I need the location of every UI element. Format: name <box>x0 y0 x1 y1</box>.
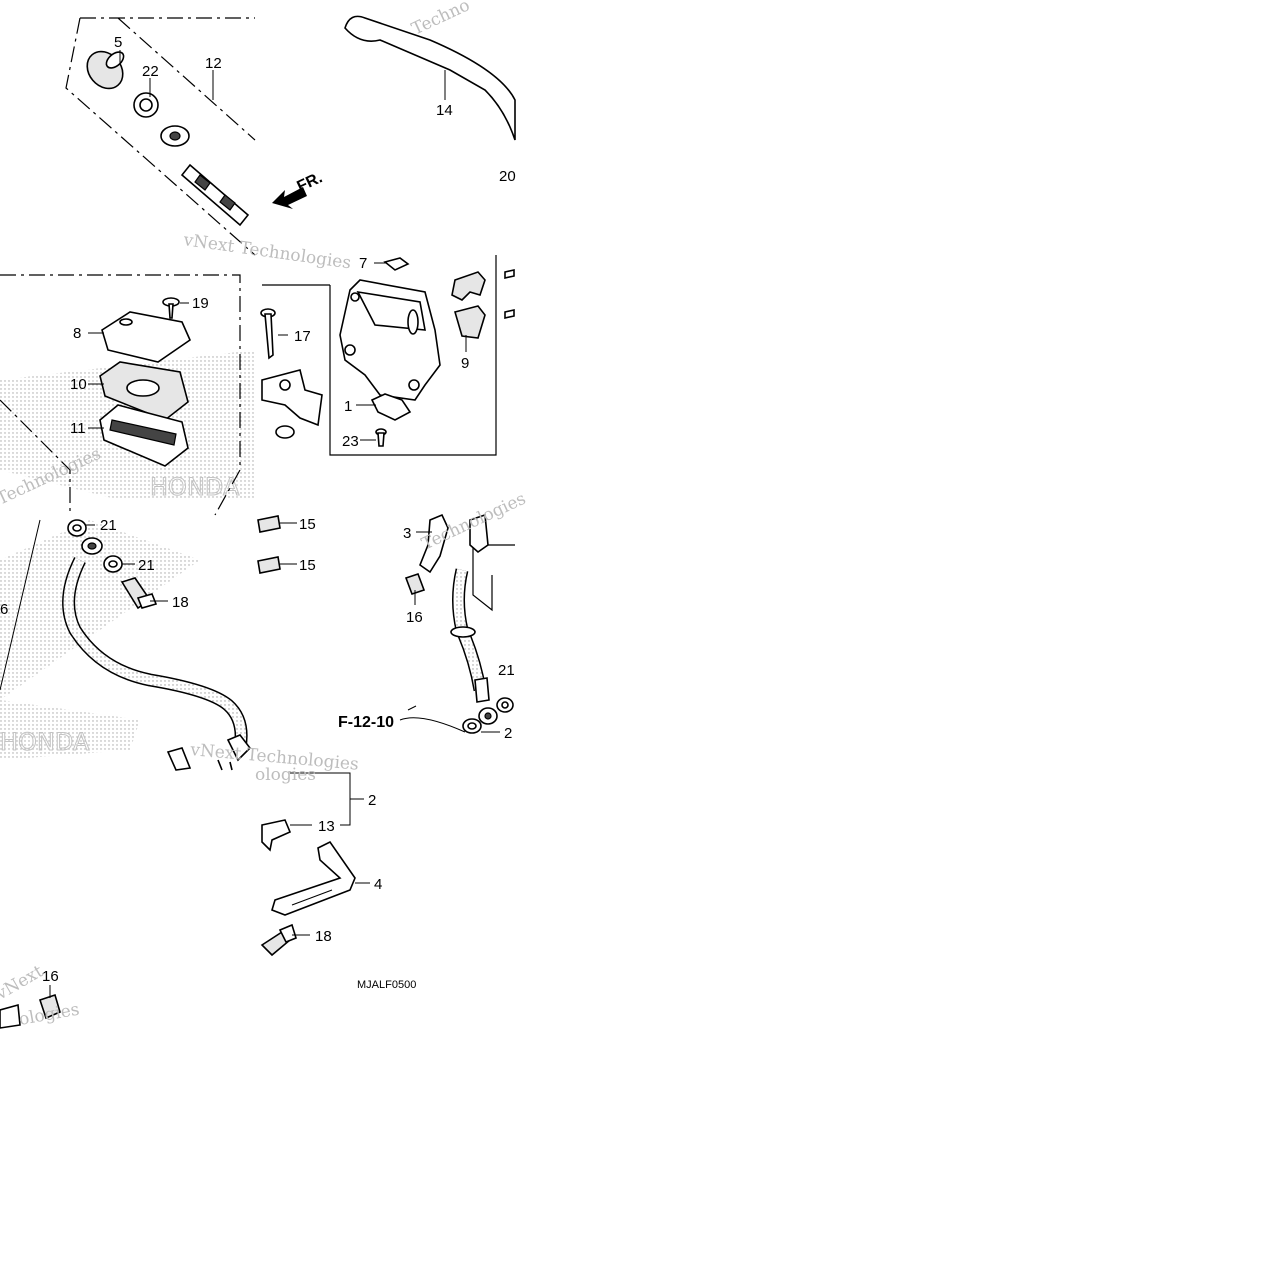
part-4-stay <box>271 840 356 916</box>
callout-10: 10 <box>70 376 87 393</box>
callout-5: 5 <box>114 34 122 51</box>
diagram-code: MJALF0500 <box>357 979 416 991</box>
callout-7: 7 <box>359 255 367 272</box>
watermark-frag-3: ologies <box>255 765 316 785</box>
callout-17: 17 <box>294 328 311 345</box>
part-16-bolt-right <box>404 572 426 596</box>
part-lever-bracket <box>261 369 323 439</box>
callout-9: 9 <box>461 355 469 372</box>
part-seal-ring <box>160 125 190 147</box>
part-hose-clip <box>166 747 233 771</box>
callout-8: 8 <box>73 325 81 342</box>
part-16-bolt-lower <box>0 993 61 1029</box>
callout-18-a: 18 <box>172 594 189 611</box>
part-7-screw <box>383 257 410 271</box>
panel-outline-body <box>262 255 497 456</box>
callout-18-b: 18 <box>315 928 332 945</box>
callout-21-c: 21 <box>498 662 515 679</box>
kit-outline-12 <box>65 17 256 256</box>
callout-1: 1 <box>344 398 352 415</box>
callout-22: 22 <box>142 63 159 80</box>
part-master-cylinder-body <box>339 279 441 401</box>
reference-f-12-10: F-12-10 <box>338 714 394 731</box>
part-1-switch <box>370 393 412 421</box>
part-14-lever <box>344 15 516 141</box>
part-piston <box>180 163 250 227</box>
watermark-frag-5: ologies <box>17 1000 81 1030</box>
callout-3: 3 <box>403 525 411 542</box>
vnext-watermarks: Techno vNext Technologies Technologies T… <box>0 0 529 1030</box>
callout-13: 13 <box>318 818 335 835</box>
honda-watermark-bottom: HONDA <box>0 728 90 756</box>
callout-2: 2 <box>368 792 376 809</box>
part-10-plate <box>99 361 189 421</box>
direction-arrow-fr-label: FR. <box>295 169 326 195</box>
callout-2-right: 2 <box>504 725 512 742</box>
watermark-frag-1: Techno <box>409 0 473 40</box>
callout-23: 23 <box>342 433 359 450</box>
hose-bracket-line <box>472 535 515 612</box>
callout-4: 4 <box>374 876 382 893</box>
part-22-circlip <box>133 92 159 118</box>
panel-outline-reservoir <box>0 274 241 516</box>
part-23-screw <box>375 428 387 447</box>
callout-14: 14 <box>436 102 453 119</box>
part-17-bolt <box>260 308 276 360</box>
callout-21-b: 21 <box>138 557 155 574</box>
callout-19: 19 <box>192 295 209 312</box>
callout-15-a: 15 <box>299 516 316 533</box>
part-18-bolt-lower <box>260 923 297 957</box>
part-3-bracket <box>419 513 489 574</box>
part-19-screw <box>162 297 180 319</box>
callout-15-b: 15 <box>299 557 316 574</box>
part-8-reservoir-cover <box>101 311 192 363</box>
callout-21-a: 21 <box>100 517 117 534</box>
honda-watermark-top: HONDA <box>150 473 240 501</box>
callout-16-b: 16 <box>42 968 59 985</box>
part-brake-hose-right <box>450 568 514 734</box>
part-9-holder <box>451 269 515 339</box>
part-21-washers <box>67 519 123 573</box>
part-11-diaphragm <box>99 404 189 467</box>
part-brake-hose-left <box>62 537 252 762</box>
leader-lines <box>0 50 500 998</box>
callouts: 5 22 12 14 20 7 19 8 17 9 10 1 11 23 21 … <box>0 34 516 991</box>
callout-12: 12 <box>205 55 222 72</box>
callout-6: 6 <box>0 601 8 618</box>
part-13-bracket <box>261 819 292 852</box>
callout-16-a: 16 <box>406 609 423 626</box>
callout-20: 20 <box>499 168 516 185</box>
watermark-brand-1: vNext Technologies <box>181 230 352 273</box>
part-18-bolt-upper <box>120 577 158 610</box>
part-15-bolts <box>257 515 281 574</box>
watermark-frag-4: vNext <box>0 961 47 1004</box>
callout-11: 11 <box>70 420 86 437</box>
part-5-cap <box>86 50 125 90</box>
direction-arrow-fr: FR. <box>272 169 325 209</box>
